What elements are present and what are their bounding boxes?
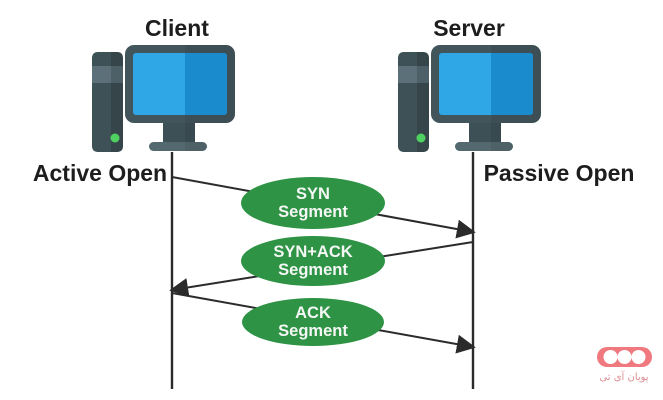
- syn-ack-segment-bubble: SYN+ACK Segment: [241, 236, 385, 286]
- syn-segment-bubble: SYN Segment: [241, 177, 385, 229]
- server-title: Server: [433, 15, 505, 41]
- server-computer-icon: [398, 45, 541, 152]
- ack-segment-bubble: ACK Segment: [242, 298, 384, 346]
- ack-segment-label-line1: ACK: [295, 304, 331, 322]
- ack-segment-label-line2: Segment: [278, 322, 348, 340]
- client-computer-icon: [92, 45, 235, 152]
- syn-segment-label-line1: SYN: [296, 185, 330, 203]
- watermark-logo-text: پویان آی تی: [599, 370, 648, 383]
- syn-ack-segment-label-line1: SYN+ACK: [273, 243, 352, 261]
- syn-segment-label-line2: Segment: [278, 203, 348, 221]
- watermark-logo: پویان آی تی: [597, 347, 652, 383]
- client-title: Client: [145, 15, 209, 41]
- client-role-label: Active Open: [33, 160, 167, 186]
- syn-ack-segment-label-line2: Segment: [278, 261, 348, 279]
- server-role-label: Passive Open: [484, 160, 635, 186]
- three-circles-pill-icon: [597, 347, 652, 367]
